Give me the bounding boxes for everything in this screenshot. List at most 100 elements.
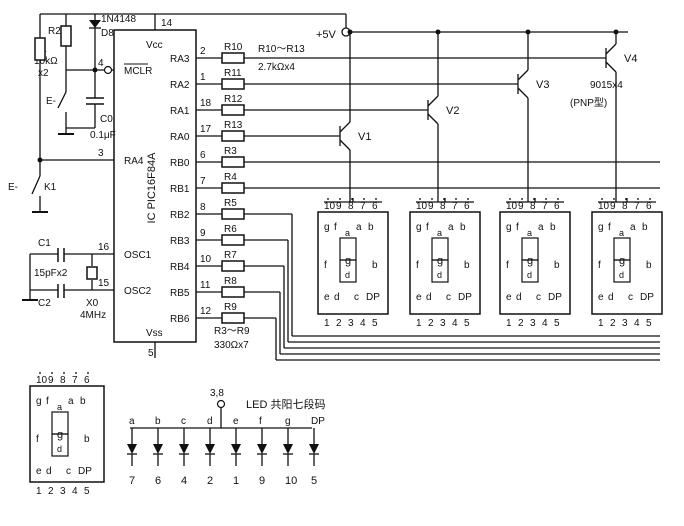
resistor [221,78,245,90]
display-top-pin: 9 [428,201,434,212]
display-top-pin: 6 [646,201,652,212]
display-seg-b2: b [464,260,470,271]
legend-segment-label: a [129,416,135,427]
display-top-pin: 10 [324,201,336,212]
legend-led-icon [127,444,137,454]
transistor-label: V3 [536,79,549,91]
display-seg-a: a [630,222,636,233]
display-bottom-pin: 1 [506,318,512,329]
display-top-pin: 7 [452,201,458,212]
segment-d-label: d [527,270,532,280]
display-seg-f: f [516,222,519,233]
display-bottom-pin: 3 [530,318,536,329]
display-seg-a: a [356,222,362,233]
supply-node: +5V [40,13,628,41]
display-top-pin: 9 [610,201,616,212]
transistor-label: V4 [624,53,637,65]
legend-segment-label: g [285,416,291,427]
c0-value: 0.1μF [90,130,116,141]
segment-lower-box [521,259,539,283]
display-bottom-pin: 1 [36,486,42,497]
right-pin-number: 11 [200,280,211,291]
right-pin-name: RA0 [170,132,190,143]
transistor-emitter [605,43,617,55]
segment-a-label: a [619,228,624,238]
display-seg-b2: b [372,260,378,271]
display-bottom-pin: 2 [610,318,616,329]
display-seg-d: d [334,292,340,303]
rail-junction [435,29,441,35]
resistor-label: R13 [224,120,243,131]
legend-pin-number: 1 [233,475,239,487]
resistor-label: R5 [224,198,237,209]
mcu-vcc-pin: 14 [161,18,173,29]
right-pin-number: 12 [200,306,212,317]
resistor-label: R10 [224,42,243,53]
legend-title: LED 共阳七段码 [246,397,325,411]
transistor-collector [605,61,617,73]
display-bottom-pin: 4 [72,486,78,497]
transistor-type: 9015x4 [590,80,623,91]
reset-switch-label: E- [46,96,56,107]
display-seg-dp: DP [640,292,654,303]
legend-led-icon [153,444,163,454]
display-top-pin: 8 [440,201,446,212]
display-seg-e: e [36,466,42,477]
display-bottom-pin: 4 [452,318,458,329]
resistor [221,104,245,116]
legend-pin-number: 4 [181,475,187,487]
display-seg-e: e [598,292,604,303]
r1-value: 10kΩ [34,56,58,67]
display-seg-dp: DP [548,292,562,303]
display-seg-dp: DP [366,292,380,303]
resistor [221,52,245,64]
display-body [591,211,663,315]
display-top-pin: 8 [60,375,66,386]
display-seg-g: g [416,222,422,233]
display-top-pin: 10 [506,201,518,212]
display-top-pin: 7 [634,201,640,212]
right-pin-number: 10 [200,254,212,265]
segment-g-label: g [57,429,63,441]
transistor-label: V1 [358,131,371,143]
display-seg-f2: f [324,260,327,271]
display-seg-dp: DP [78,466,92,477]
right-pin-name: RA1 [170,106,190,117]
transistor-emitter [517,69,529,81]
right-pin-name: RB2 [170,210,190,221]
display-seg-g: g [598,222,604,233]
display-bottom-pin: 3 [440,318,446,329]
resistor-label: R7 [224,250,237,261]
mcu-chip: IC PIC16F84A Vcc Vss 14 5 [113,14,197,359]
display-seg-e: e [506,292,512,303]
segment-lower-box [431,259,449,283]
right-pin-name: RB1 [170,184,190,195]
display-seg-f2: f [36,434,39,445]
legend-segment-label: e [233,416,239,427]
segment-g-label: g [345,255,351,267]
segment-d-label: d [57,444,62,454]
rail-junction [525,29,531,35]
legend-pin-number: 7 [129,475,135,487]
display-bottom-pin: 5 [372,318,378,329]
segment-a-label: a [345,228,350,238]
display-bottom-pin: 4 [360,318,366,329]
segment-g-label: g [527,255,533,267]
resistor [221,234,245,246]
display-seg-e: e [324,292,330,303]
display-body [499,211,571,315]
display-bottom-pin: 5 [464,318,470,329]
legend-segment-label: d [207,416,213,427]
display-seg-c: c [536,292,541,303]
display-bottom-pin: 1 [416,318,422,329]
segment-a-label: a [57,402,62,412]
legend-led-icon [231,444,241,454]
display-seg-d: d [46,466,52,477]
segment-lower-box [339,259,357,283]
left-pin-name: OSC1 [124,250,152,261]
display-top-pin: 6 [554,201,560,212]
